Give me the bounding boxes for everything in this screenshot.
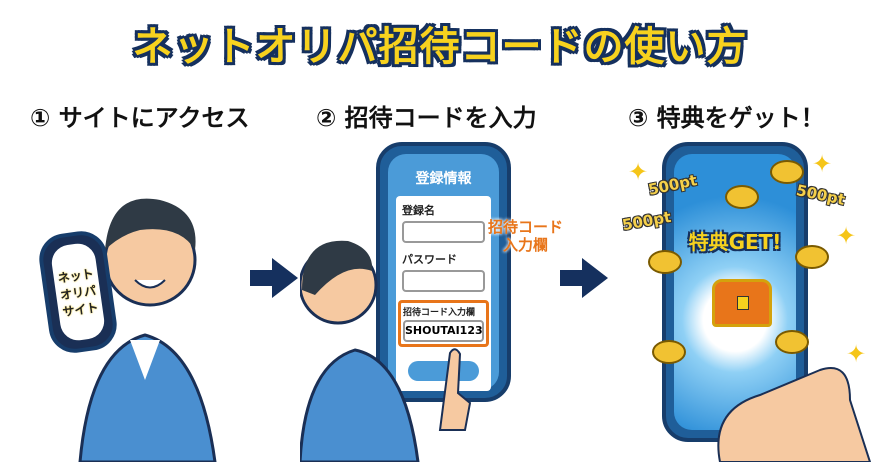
submit-button[interactable] (408, 361, 479, 381)
sparkle-icon: ✦ (812, 150, 833, 178)
sparkle-icon: ✦ (846, 340, 867, 368)
man-illustration (78, 198, 217, 462)
coin-icon (652, 340, 686, 364)
step-3-heading: ③ 特典をゲット！ (628, 104, 825, 132)
invite-code-input[interactable]: SHOUTAI123 (403, 320, 484, 342)
form-heading: 登録情報 (415, 171, 472, 187)
coin-icon (648, 250, 682, 274)
callout-line-2: 入力欄 (503, 236, 549, 254)
coin-icon (795, 245, 829, 269)
password-input[interactable] (402, 270, 485, 292)
page-title: ネットオリパ招待コードの使い方 (132, 24, 748, 70)
treasure-chest-icon (712, 279, 772, 327)
callout-line-1: 招待コード (488, 218, 564, 236)
phone-step-2: 登録情報 登録名 パスワード 招待コード入力欄 SHOUTAI123 (376, 142, 511, 402)
hand-illustration (717, 367, 872, 462)
arrow-icon (560, 258, 608, 298)
password-label: パスワード (402, 253, 457, 266)
step-2-heading: ② 招待コードを入力 (316, 104, 537, 132)
sparkle-icon: ✦ (836, 222, 857, 250)
site-text-3: サイト (61, 299, 100, 319)
invite-code-callout: 招待コード 入力欄 (488, 218, 563, 254)
invite-code-label: 招待コード入力欄 (403, 308, 476, 318)
name-input[interactable] (402, 221, 485, 243)
reward-headline: 特典GET! (688, 230, 782, 254)
coin-icon (725, 185, 759, 209)
name-label: 登録名 (402, 204, 435, 217)
step-1-heading: ① サイトにアクセス (30, 104, 250, 132)
sparkle-icon: ✦ (628, 158, 649, 186)
coin-icon (770, 160, 804, 184)
coin-icon (775, 330, 809, 354)
arrow-icon (250, 258, 298, 298)
